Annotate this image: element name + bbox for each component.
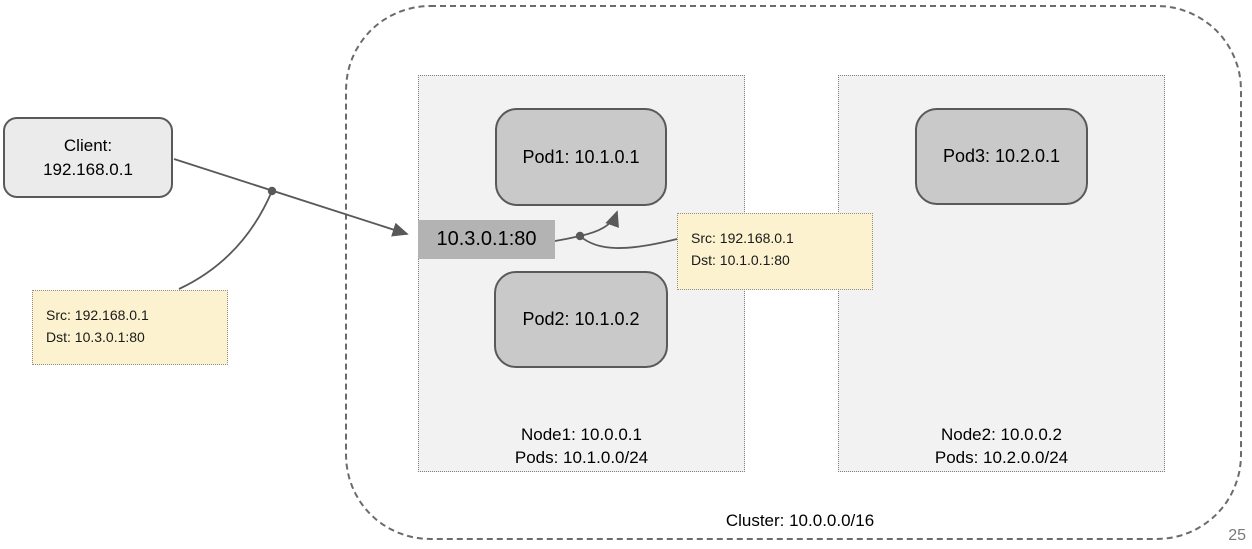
pod1-box: Pod1: 10.1.0.1 [495, 108, 667, 206]
packet-dst: Dst: 10.1.0.1:80 [691, 252, 790, 268]
packet-src: Src: 192.168.0.1 [691, 230, 794, 246]
junction-dot-icon [267, 186, 277, 196]
page-number: 25 [1228, 527, 1246, 544]
client-label: Client: [63, 135, 113, 155]
client-address: 192.168.0.1 [43, 159, 133, 179]
node2-label: Node2: 10.0.0.2 Pods: 10.2.0.0/24 [838, 423, 1165, 469]
cluster-boundary [345, 5, 1242, 540]
pod3-box: Pod3: 10.2.0.1 [915, 108, 1088, 205]
packet-note-translated: Src: 192.168.0.1 Dst: 10.1.0.1:80 [677, 213, 873, 290]
node1-label: Node1: 10.0.0.1 Pods: 10.1.0.0/24 [418, 423, 745, 469]
client-box: Client: 192.168.0.1 [3, 117, 173, 198]
node2-name: Node2: 10.0.0.2 [941, 425, 1062, 444]
pod1-label: Pod1: 10.1.0.1 [522, 146, 640, 167]
node1-pods-cidr: Pods: 10.1.0.0/24 [514, 448, 649, 467]
connector-to-packet-note1 [178, 190, 273, 290]
node1-name: Node1: 10.0.0.1 [521, 425, 642, 444]
packet-src: Src: 192.168.0.1 [46, 307, 149, 323]
service-ip-box: 10.3.0.1:80 [418, 220, 555, 259]
packet-dst: Dst: 10.3.0.1:80 [46, 329, 145, 345]
pod2-box: Pod2: 10.1.0.2 [494, 271, 668, 368]
pod3-label: Pod3: 10.2.0.1 [942, 146, 1061, 166]
cluster-label: Cluster: 10.0.0.0/16 [725, 511, 875, 530]
service-ip-label: 10.3.0.1:80 [436, 228, 537, 250]
node2-pods-cidr: Pods: 10.2.0.0/24 [934, 448, 1069, 467]
packet-note-client: Src: 192.168.0.1 Dst: 10.3.0.1:80 [32, 290, 228, 365]
pod2-label: Pod2: 10.1.0.2 [522, 309, 640, 329]
